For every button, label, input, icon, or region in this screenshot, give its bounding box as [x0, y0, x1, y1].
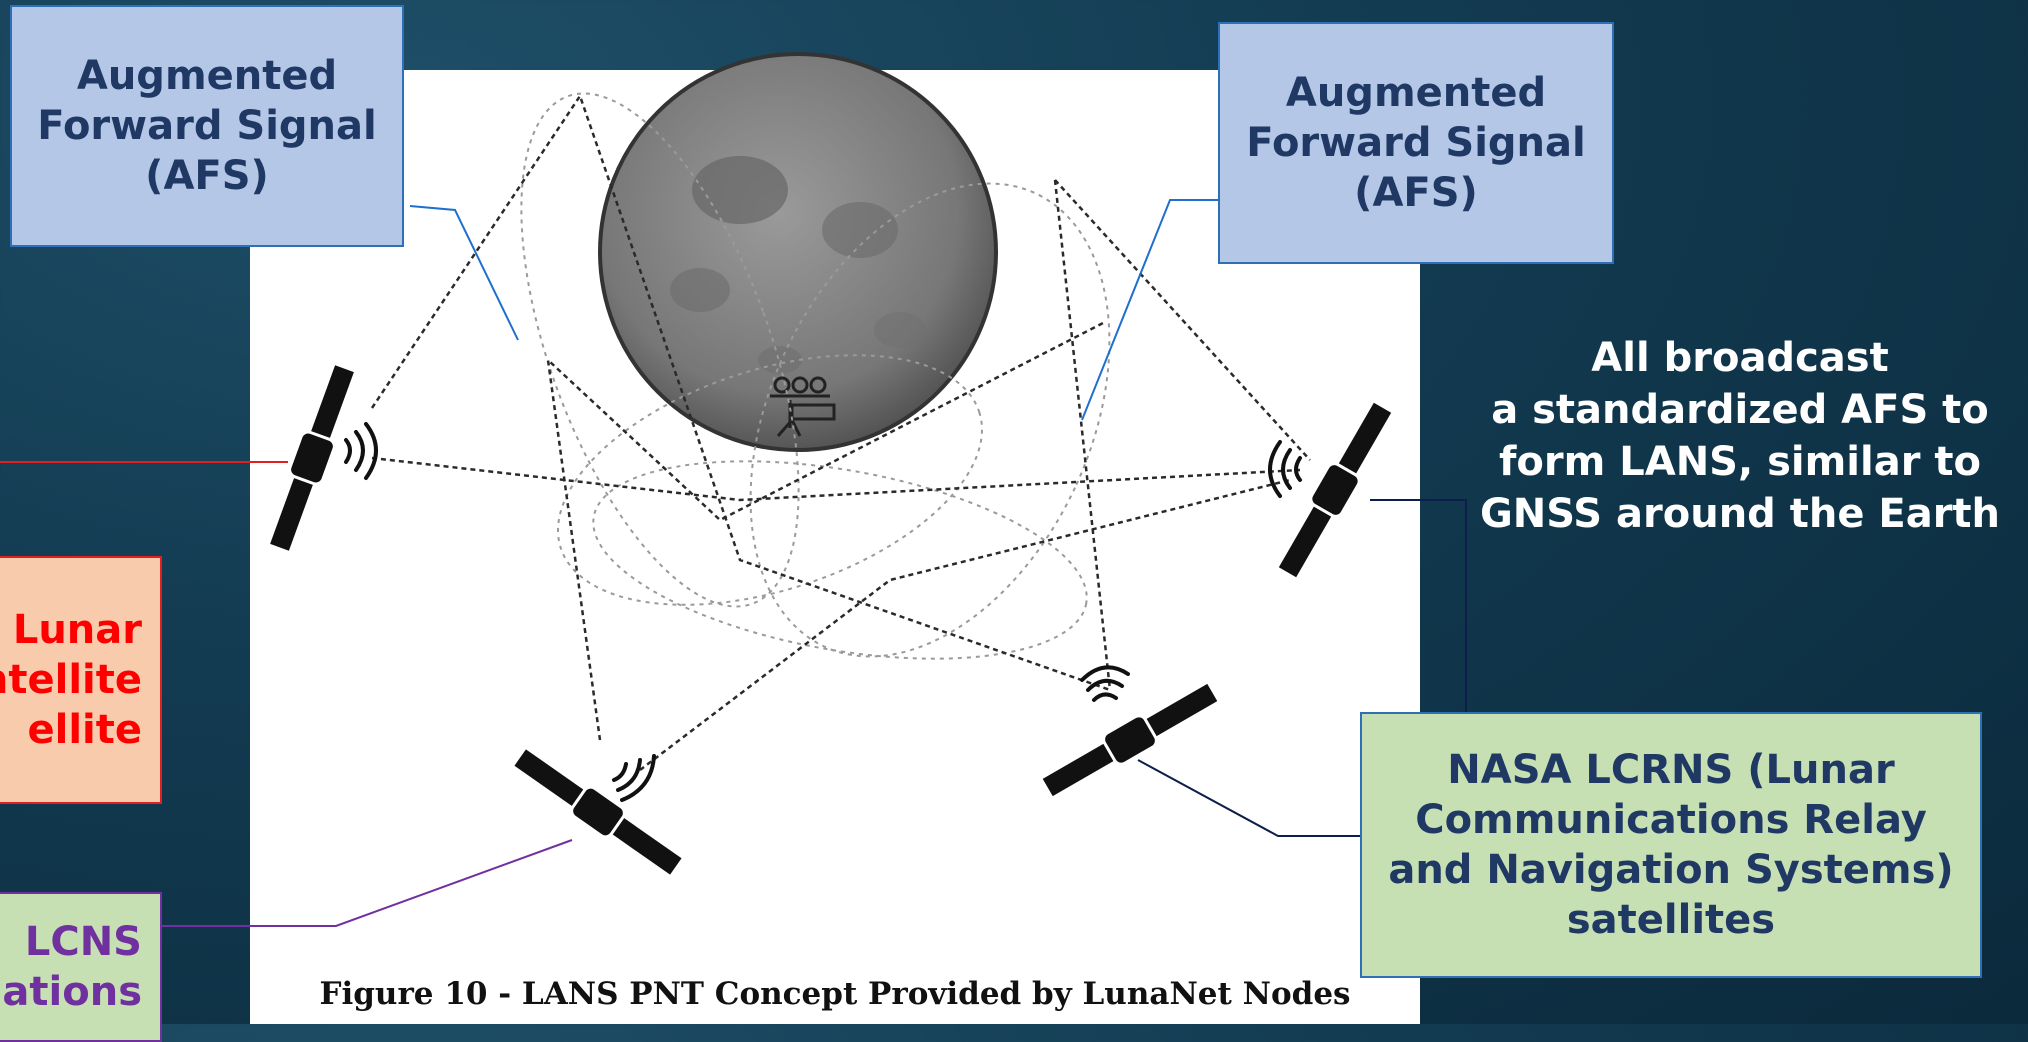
lunar-surface-station-icon [770, 376, 836, 437]
afs-callout-left: Augmented Forward Signal (AFS) [10, 5, 404, 247]
lcns-callout: LCNS ations [0, 892, 162, 1042]
lcrns-callout: NASA LCRNS (Lunar Communications Relay a… [1360, 712, 1982, 978]
signal-wave-icon [344, 422, 1302, 802]
moon-image [598, 52, 998, 452]
connector-purple [160, 839, 573, 927]
connector-lcrns-top [1370, 499, 1467, 712]
signal-paths [370, 93, 1311, 771]
afs-callout-right: Augmented Forward Signal (AFS) [1218, 22, 1614, 264]
lunar-satellite-callout: Lunar ntellite ellite [0, 556, 162, 804]
connector-afs-left [409, 205, 519, 341]
connector-afs-right [1081, 199, 1220, 421]
lans-note: All broadcast a standardized AFS to form… [1479, 335, 2001, 537]
figure-caption: Figure 10 - LANS PNT Concept Provided by… [319, 976, 1351, 1012]
connector-lcrns-bottom [1137, 759, 1362, 837]
satellite-icon [270, 365, 1392, 875]
orbit-paths [520, 92, 1111, 660]
